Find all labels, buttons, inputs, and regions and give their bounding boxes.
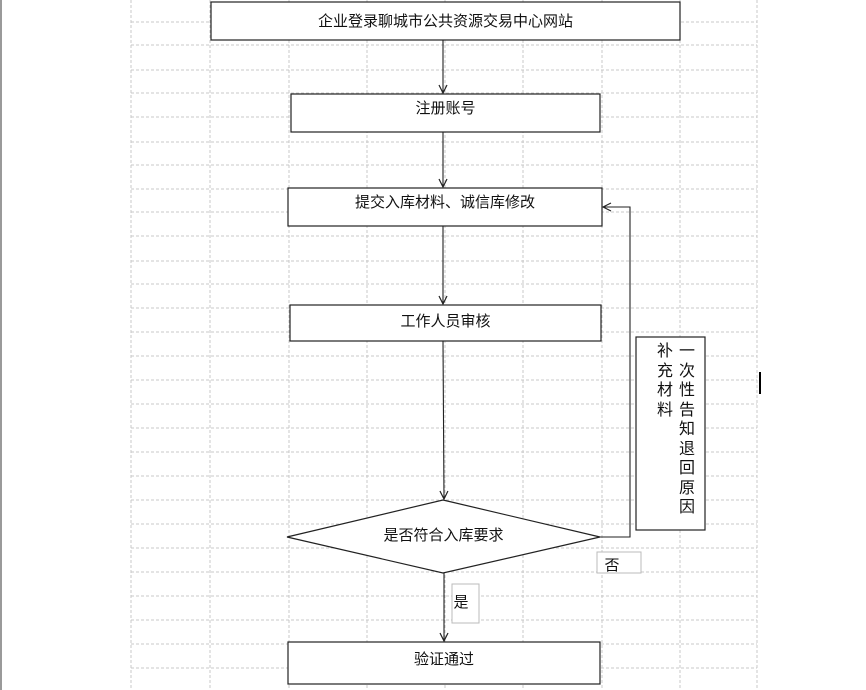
decision-diamond[interactable] — [286, 499, 601, 574]
feedback-char: 告 — [678, 399, 695, 419]
arrow-review-to-decision — [443, 340, 444, 499]
step-register-box[interactable] — [290, 93, 601, 133]
yes-label-box — [451, 583, 480, 624]
feedback-char: 回 — [678, 458, 695, 477]
step-pass-label: 验证通过 — [413, 650, 474, 668]
feedback-char: 知 — [678, 419, 695, 438]
step-login-box[interactable] — [210, 1, 681, 41]
step-review-box[interactable] — [289, 304, 602, 342]
feedback-text-reason: 一次性告知退回原因 — [676, 341, 698, 517]
feedback-char: 料 — [656, 399, 673, 419]
feedback-char: 充 — [656, 360, 673, 380]
arrow-no-back-to-submit — [600, 207, 631, 538]
feedback-note-box — [635, 336, 706, 531]
step-pass-box[interactable] — [287, 641, 601, 685]
step-submit-box[interactable] — [287, 187, 603, 227]
step-submit-label: 提交入库材料、诚信库修改 — [354, 193, 535, 211]
feedback-char: 原 — [678, 477, 695, 497]
step-login-label: 企业登录聊城市公共资源交易中心网站 — [317, 12, 573, 30]
feedback-char: 材 — [656, 380, 673, 399]
decision-label: 是否符合入库要求 — [383, 526, 504, 544]
branch-no-label: 否 — [604, 556, 620, 574]
feedback-char: 次 — [678, 360, 695, 380]
no-label-box — [596, 551, 642, 574]
sheet-left-border — [0, 0, 2, 690]
feedback-char: 补 — [656, 341, 673, 360]
feedback-char: 退 — [678, 438, 695, 458]
feedback-char: 性 — [678, 380, 695, 399]
step-review-label: 工作人员审核 — [400, 312, 491, 330]
feedback-char: 因 — [678, 497, 695, 516]
step-register-label: 注册账号 — [415, 99, 476, 117]
feedback-char: 一 — [678, 341, 695, 360]
text-cursor-mark — [759, 372, 761, 394]
branch-yes-label: 是 — [453, 593, 469, 611]
feedback-text-supplement: 补充材料 — [654, 341, 676, 419]
